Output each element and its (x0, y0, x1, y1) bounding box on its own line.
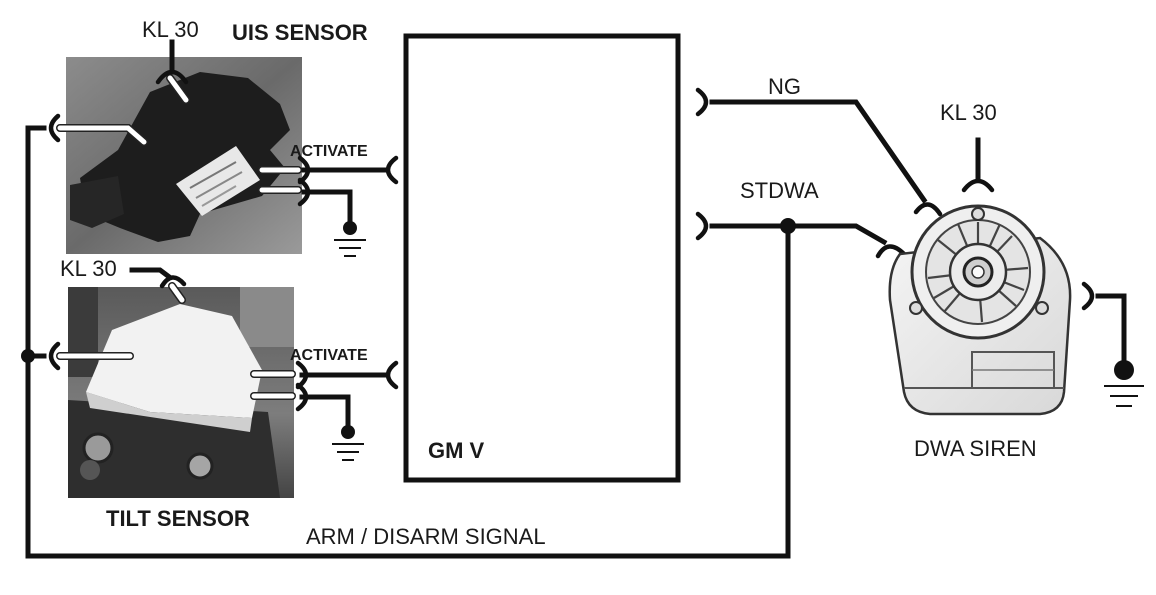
tilt-sensor-title: TILT SENSOR (106, 506, 250, 531)
ground-symbol-tilt (332, 425, 364, 461)
siren-kl30-label: KL 30 (940, 100, 997, 125)
ground-symbol-siren (1104, 360, 1144, 407)
dwa-siren (888, 204, 1072, 416)
wires (21, 39, 1127, 559)
tilt-sensor-box (86, 304, 262, 418)
tilt-activate-label: ACTIVATE (290, 347, 368, 364)
gm-v-module (403, 33, 681, 483)
junction-dot (21, 349, 35, 363)
uis-kl30-label: KL 30 (142, 17, 199, 42)
uis-sensor (56, 57, 302, 254)
tilt-sensor (56, 282, 296, 498)
stdwa-label: STDWA (740, 178, 819, 203)
uis-activate-label: ACTIVATE (290, 143, 368, 160)
ng-label: NG (768, 74, 801, 99)
uis-sensor-body (80, 72, 290, 242)
arm-disarm-label: ARM / DISARM SIGNAL (306, 524, 546, 549)
ground-symbol-uis (334, 221, 366, 257)
uis-sensor-wing (70, 176, 124, 228)
gm-v-label: GM V (428, 438, 485, 463)
uis-sensor-title: UIS SENSOR (232, 20, 368, 45)
dwa-siren-label: DWA SIREN (914, 436, 1037, 461)
tilt-kl30-label: KL 30 (60, 256, 117, 281)
junction-dot (780, 218, 796, 234)
